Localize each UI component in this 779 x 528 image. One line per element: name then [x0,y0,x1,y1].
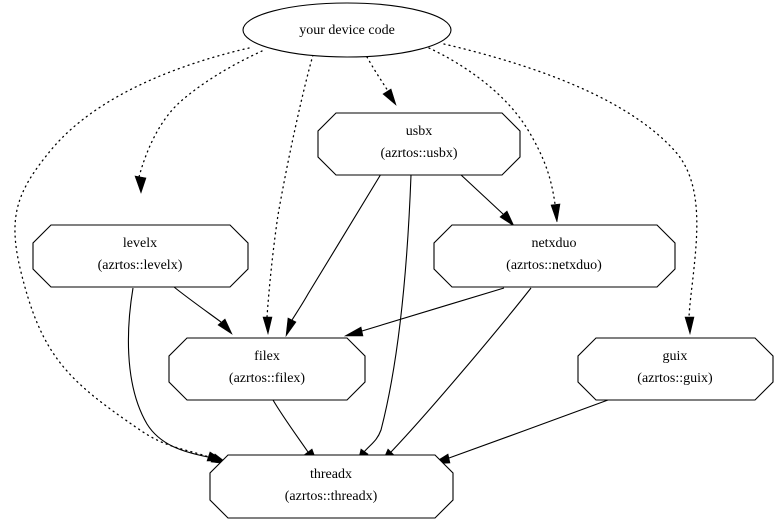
node-label-filex-line1: filex [254,349,280,364]
node-shape-octagon [168,337,366,401]
node-your-device-code[interactable]: your device code [242,2,452,58]
node-layer: your device code usbx (azrtos::usbx) lev… [32,2,774,519]
node-label-levelx-line2: (azrtos::levelx) [98,258,183,273]
node-label-netxduo-line2: (azrtos::netxduo) [506,258,602,273]
edge-levelx-to-filex [173,286,233,335]
node-label-threadx-line2: (azrtos::threadx) [285,489,378,504]
edge-usbx-to-threadx [356,174,412,468]
node-label-guix-line1: guix [663,349,688,364]
node-guix[interactable]: guix (azrtos::guix) [577,337,774,401]
edge-device-to-levelx [134,50,263,194]
node-shape-octagon [433,224,676,288]
edge-device-to-usbx [366,56,397,106]
node-label-device-line1: your device code [299,23,395,38]
node-shape-octagon [32,224,249,288]
node-label-guix-line2: (azrtos::guix) [637,371,713,386]
edge-netxduo-to-threadx [380,287,532,466]
node-shape-octagon [577,337,774,401]
node-shape-octagon [317,112,521,176]
node-usbx[interactable]: usbx (azrtos::usbx) [317,112,521,176]
node-shape-ellipse [242,2,452,58]
edge-device-to-netxduo [428,47,561,223]
node-netxduo[interactable]: netxduo (azrtos::netxduo) [433,224,676,288]
edge-levelx-to-threadx [127,287,226,462]
node-label-usbx-line1: usbx [406,124,432,139]
edge-usbx-to-filex [285,173,382,338]
node-shape-octagon [209,454,454,519]
node-threadx[interactable]: threadx (azrtos::threadx) [209,454,454,519]
edge-device-to-filex [262,54,314,336]
node-label-netxduo-line1: netxduo [531,236,576,251]
edge-guix-to-threadx [431,399,609,465]
node-filex[interactable]: filex (azrtos::filex) [168,337,366,401]
node-label-usbx-line2: (azrtos::usbx) [381,146,458,161]
node-levelx[interactable]: levelx (azrtos::levelx) [32,224,249,288]
node-label-filex-line2: (azrtos::filex) [229,371,306,386]
edge-usbx-to-netxduo [459,173,515,227]
node-label-levelx-line1: levelx [123,236,157,251]
edge-device-to-guix [443,43,698,336]
edge-layer [14,43,698,468]
edge-netxduo-to-filex [343,287,505,337]
node-label-threadx-line1: threadx [310,467,352,482]
